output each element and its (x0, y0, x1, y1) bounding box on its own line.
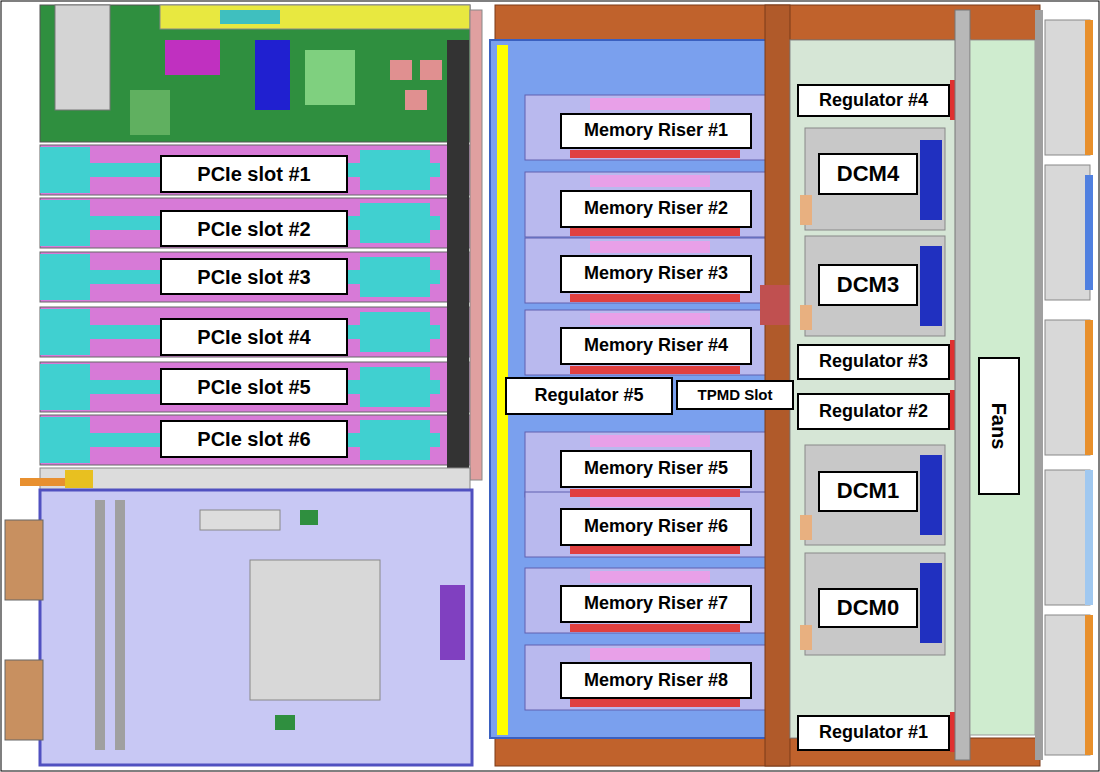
label-text: Memory Riser #1 (584, 121, 728, 141)
pcie-slot-label: PCIe slot #2 (160, 210, 348, 247)
memory-riser-label: Memory Riser #8 (560, 662, 752, 699)
memory-riser-label: Memory Riser #7 (560, 585, 752, 623)
label-text: Memory Riser #4 (584, 336, 728, 356)
pcie-slot-label: PCIe slot #1 (160, 155, 348, 193)
pcie-slot-label: PCIe slot #6 (160, 420, 348, 458)
memory-riser-label: Memory Riser #1 (560, 113, 752, 149)
label-text: Regulator #5 (534, 386, 643, 406)
memory-riser-label: Memory Riser #2 (560, 190, 752, 228)
dcm-label: DCM3 (818, 264, 918, 306)
label-text: DCM1 (837, 479, 899, 503)
label-text: PCIe slot #3 (197, 266, 310, 288)
memory-riser-label: Memory Riser #3 (560, 255, 752, 293)
label-text: PCIe slot #5 (197, 376, 310, 398)
pcie-slot-label: PCIe slot #4 (160, 318, 348, 356)
regulator-label: Regulator #5 (505, 377, 673, 415)
dcm-label: DCM4 (818, 153, 918, 195)
pcie-slot-label: PCIe slot #5 (160, 368, 348, 405)
regulator-label: Regulator #1 (797, 715, 950, 751)
label-text: DCM0 (837, 596, 899, 620)
pcie-slot-label: PCIe slot #3 (160, 258, 348, 295)
memory-riser-label: Memory Riser #5 (560, 450, 752, 488)
label-text: DCM3 (837, 273, 899, 297)
tpmd-slot-label: TPMD Slot (676, 380, 794, 410)
label-text: Memory Riser #2 (584, 199, 728, 219)
label-text: Memory Riser #8 (584, 671, 728, 691)
regulator-label: Regulator #3 (797, 344, 950, 380)
label-text: Regulator #1 (819, 723, 928, 743)
label-text: PCIe slot #4 (197, 326, 310, 348)
dcm-label: DCM1 (818, 471, 918, 512)
label-text: Regulator #2 (819, 402, 928, 422)
memory-riser-label: Memory Riser #4 (560, 327, 752, 365)
label-text: PCIe slot #6 (197, 428, 310, 450)
label-text: Fans (988, 403, 1010, 450)
label-text: Memory Riser #7 (584, 594, 728, 614)
regulator-label: Regulator #4 (797, 84, 950, 117)
label-text: Regulator #3 (819, 352, 928, 372)
memory-riser-label: Memory Riser #6 (560, 508, 752, 546)
label-text: Memory Riser #6 (584, 517, 728, 537)
dcm-label: DCM0 (818, 588, 918, 628)
label-text: Memory Riser #3 (584, 264, 728, 284)
label-text: TPMD Slot (698, 387, 773, 404)
fans-label: Fans (978, 357, 1020, 495)
regulator-label: Regulator #2 (797, 393, 950, 430)
label-text: PCIe slot #1 (197, 163, 310, 185)
label-text: DCM4 (837, 162, 899, 186)
label-text: PCIe slot #2 (197, 218, 310, 240)
label-text: Memory Riser #5 (584, 459, 728, 479)
label-text: Regulator #4 (819, 91, 928, 111)
